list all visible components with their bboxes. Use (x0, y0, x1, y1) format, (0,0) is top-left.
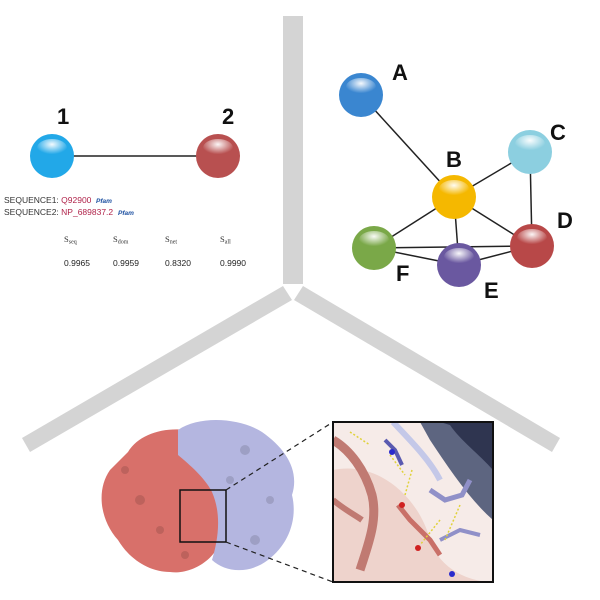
score-value-dom: 0.9959 (113, 258, 139, 268)
node-E-label: E (484, 278, 499, 303)
node-D[interactable] (510, 224, 554, 268)
protein-surface (101, 420, 295, 573)
zoom-inset-frame (332, 421, 494, 583)
node-C-label: C (550, 120, 566, 145)
network-nodes: A B C D E F (339, 60, 573, 303)
score-header-seq: Sseq (64, 234, 77, 246)
score-values: 0.9965 0.9959 0.8320 0.9990 (64, 258, 246, 268)
node-2[interactable] (196, 134, 240, 178)
score-value-net: 0.8320 (165, 258, 191, 268)
node-E[interactable] (437, 243, 481, 287)
node-B[interactable] (432, 175, 476, 219)
node-A-label: A (392, 60, 408, 85)
zoom-selection-box (179, 489, 227, 543)
zoom-inset (333, 422, 493, 582)
sequence1-line: SEQUENCE1: Q92900 (4, 195, 92, 205)
divider-vertical (283, 16, 303, 284)
score-value-all: 0.9990 (220, 258, 246, 268)
node-D-label: D (557, 208, 573, 233)
zoom-connector-bottom (225, 541, 334, 583)
node-1[interactable] (30, 134, 74, 178)
sequence1-label: SEQUENCE1: (4, 195, 61, 205)
pair-panel: 1 2 SEQUENCE1: Q92900 Pfam SEQUENCE2: NP… (4, 104, 246, 268)
pfam1-link[interactable]: Pfam (96, 198, 112, 205)
node-B-label: B (446, 147, 462, 172)
score-header-all: Sall (220, 234, 231, 246)
node-2-label: 2 (222, 104, 234, 129)
node-A[interactable] (339, 73, 383, 117)
sequence2-label: SEQUENCE2: (4, 207, 61, 217)
score-header-net: Snet (165, 234, 177, 246)
edge-A-B (360, 94, 455, 198)
score-headers: Sseq Sdom Snet Sall (64, 234, 231, 246)
network-panel: A B C D E F (339, 60, 573, 303)
structure-panel (101, 420, 494, 583)
node-1-label: 1 (57, 104, 69, 129)
zoom-connector-top (225, 421, 334, 491)
score-header-dom: Sdom (113, 234, 129, 246)
node-F-label: F (396, 261, 409, 286)
sequence2-id[interactable]: NP_689837.2 (61, 207, 113, 217)
protein-2-surface (178, 420, 295, 571)
divider-left (22, 286, 292, 452)
sequence2-line: SEQUENCE2: NP_689837.2 (4, 207, 113, 217)
panel-dividers (22, 16, 560, 452)
pfam2-link[interactable]: Pfam (118, 210, 134, 217)
sequence1-id[interactable]: Q92900 (61, 195, 92, 205)
divider-right (294, 286, 560, 452)
score-value-seq: 0.9965 (64, 258, 90, 268)
node-C[interactable] (508, 130, 552, 174)
node-F[interactable] (352, 226, 396, 270)
